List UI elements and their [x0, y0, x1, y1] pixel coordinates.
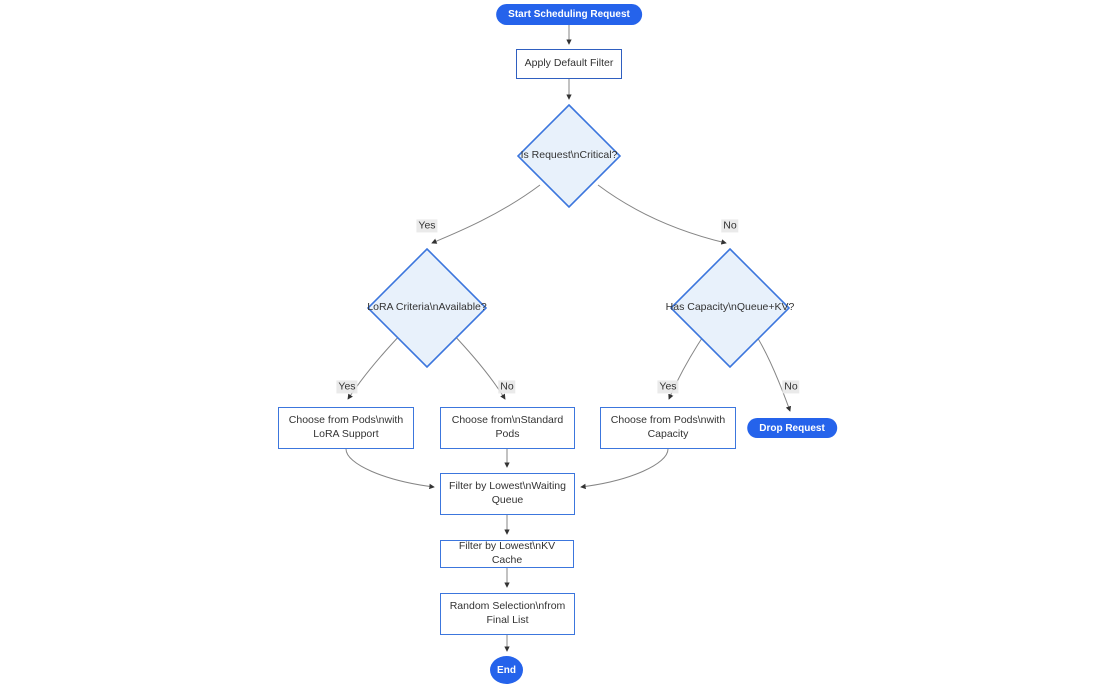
edge-critical-yes	[431, 184, 541, 244]
edge-capacitypods-to-filter	[580, 448, 669, 490]
node-choose-capacity-pods: Choose from Pods\nwith Capacity	[600, 407, 736, 449]
decision-has-capacity-queue-kv: Has Capacity\nQueue+KV?	[666, 248, 794, 368]
decision-label: Is Request\nCritical?	[520, 149, 618, 162]
decision-is-request-critical: Is Request\nCritical?	[517, 104, 621, 208]
diamond-shape	[517, 104, 621, 208]
edge-label-critical-no: No	[721, 219, 739, 233]
decision-label: Has Capacity\nQueue+KV?	[665, 301, 795, 314]
edge-label-critical-yes: Yes	[416, 219, 438, 233]
edge-label-capacity-yes: Yes	[657, 380, 679, 394]
decision-lora-criteria-available: LoRA Criteria\nAvailable?	[367, 248, 487, 368]
node-filter-kv-cache: Filter by Lowest\nKV Cache	[440, 540, 574, 568]
node-random-selection: Random Selection\nfrom Final List	[440, 593, 575, 635]
node-end: End	[490, 656, 523, 684]
node-apply-default-filter: Apply Default Filter	[516, 49, 622, 79]
edge-critical-no	[597, 184, 727, 245]
diamond-shape	[367, 248, 487, 368]
node-start: Start Scheduling Request	[496, 4, 642, 25]
decision-label: LoRA Criteria\nAvailable?	[367, 301, 487, 314]
edge-lorapods-to-filter	[345, 448, 435, 490]
node-filter-waiting-queue: Filter by Lowest\nWaiting Queue	[440, 473, 575, 515]
node-drop-request: Drop Request	[747, 418, 837, 438]
node-choose-standard-pods: Choose from\nStandard Pods	[440, 407, 575, 449]
node-choose-lora-pods: Choose from Pods\nwith LoRA Support	[278, 407, 414, 449]
edge-label-lora-yes: Yes	[336, 380, 358, 394]
diamond-shape	[670, 248, 790, 368]
edge-label-lora-no: No	[498, 380, 516, 394]
edge-label-capacity-no: No	[782, 380, 800, 394]
